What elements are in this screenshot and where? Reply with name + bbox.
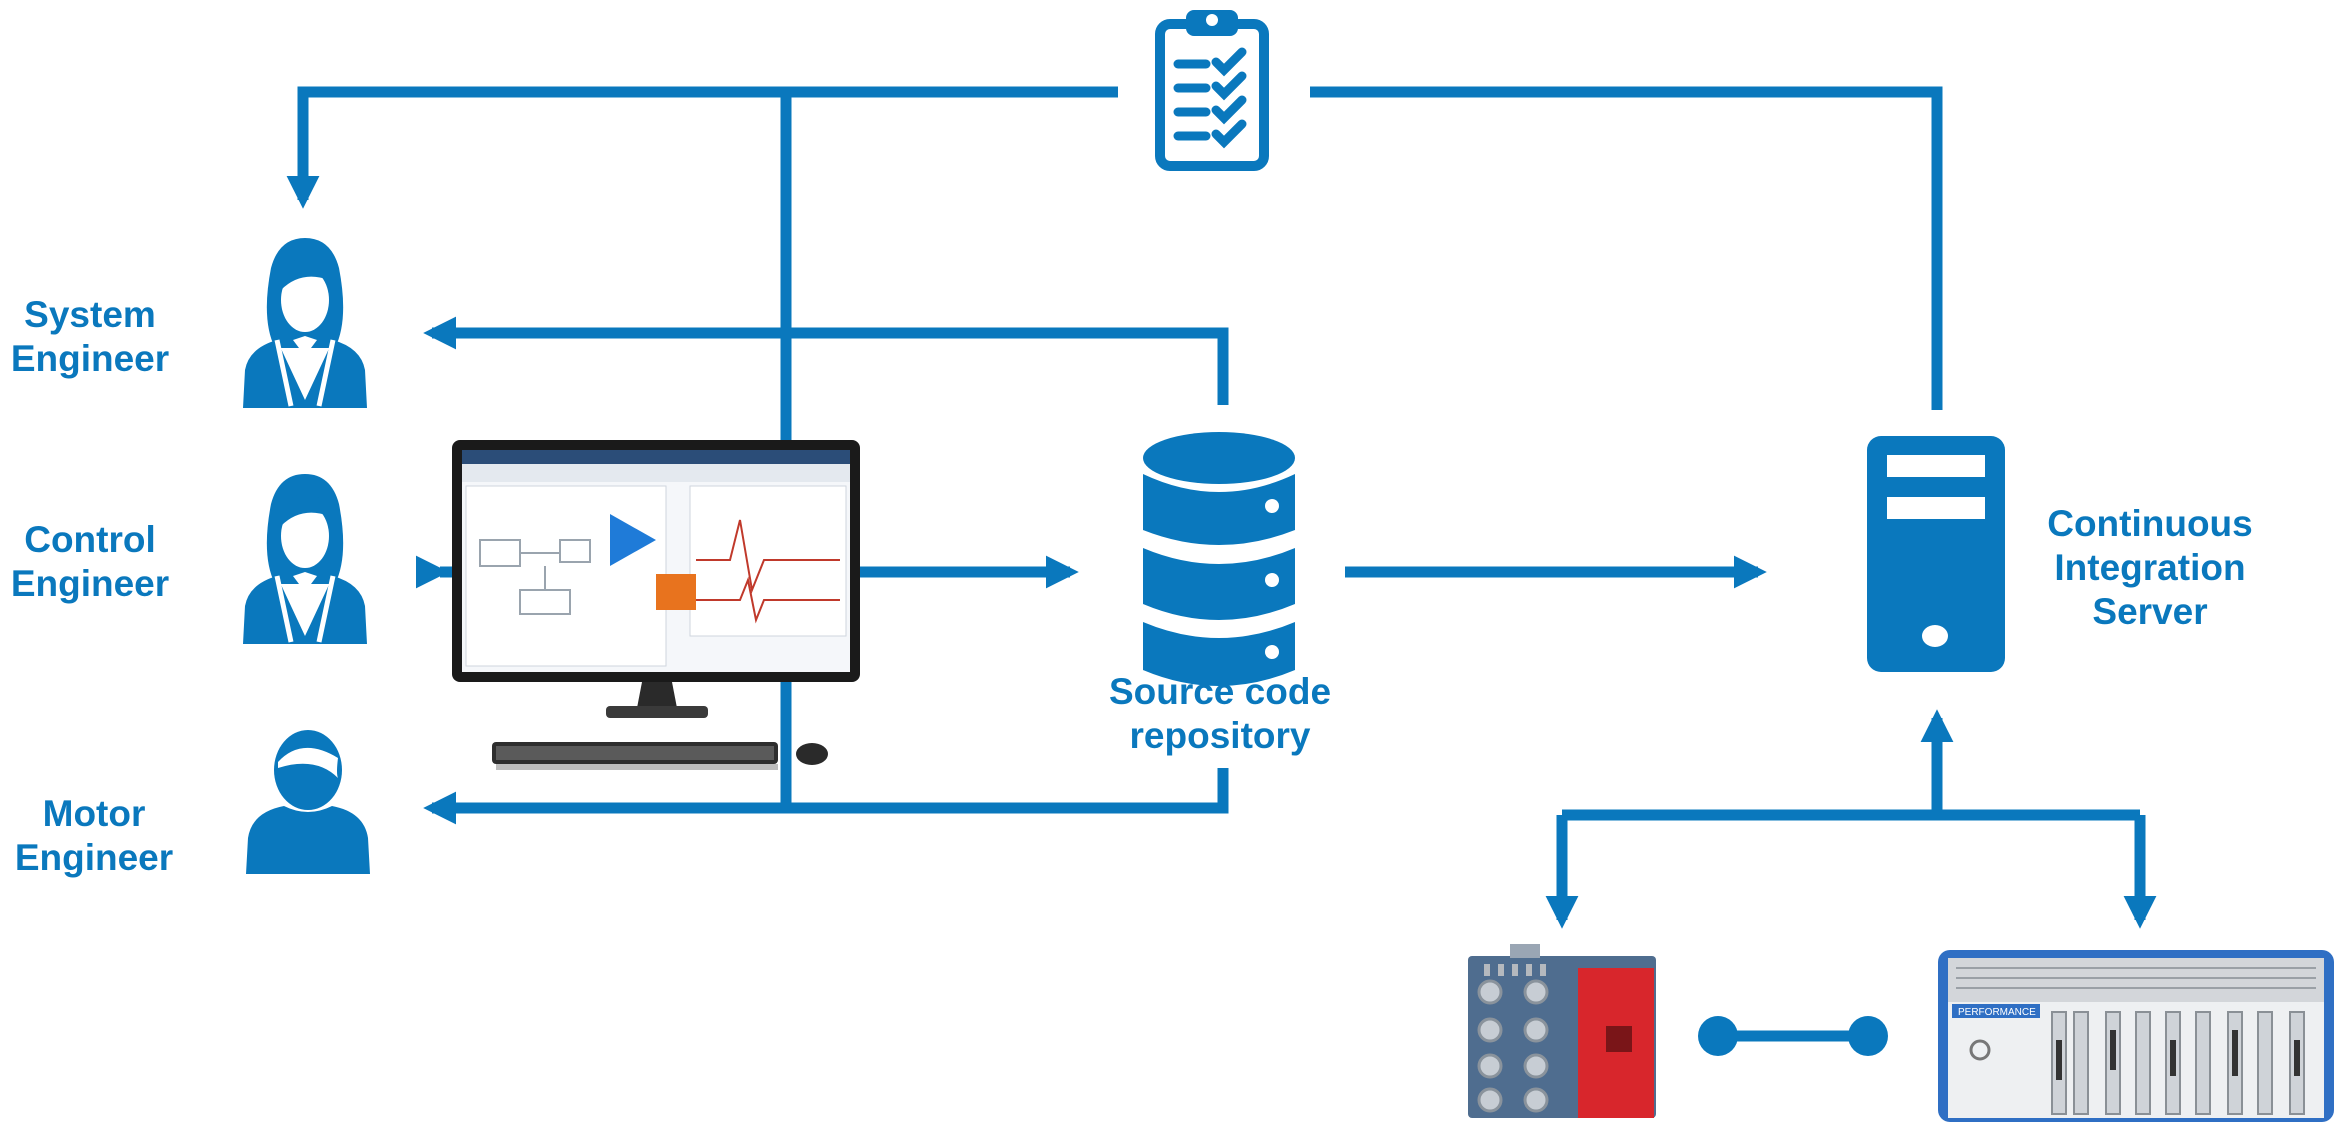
ci-to-report-line [1310,86,1943,410]
motor-engineer-icon [246,730,370,874]
server-tower-icon [1867,436,2005,672]
chassis-brand-text: PERFORMANCE [1958,1007,2036,1018]
report-to-system-engineer-arrow [286,86,1118,209]
device-link [1698,1016,1888,1056]
realtime-target-chassis-icon: PERFORMANCE [1938,950,2334,1122]
controller-board-icon [1468,944,1656,1118]
desktop-computer-icon [452,440,860,770]
repo-to-motor-engineer-arrow [423,768,1229,825]
system-engineer-icon [243,238,367,408]
repo-to-system-engineer-arrow [423,316,1229,405]
database-icon [1143,432,1295,686]
control-engineer-icon [243,474,367,644]
clipboard-checklist-icon [1155,10,1269,171]
